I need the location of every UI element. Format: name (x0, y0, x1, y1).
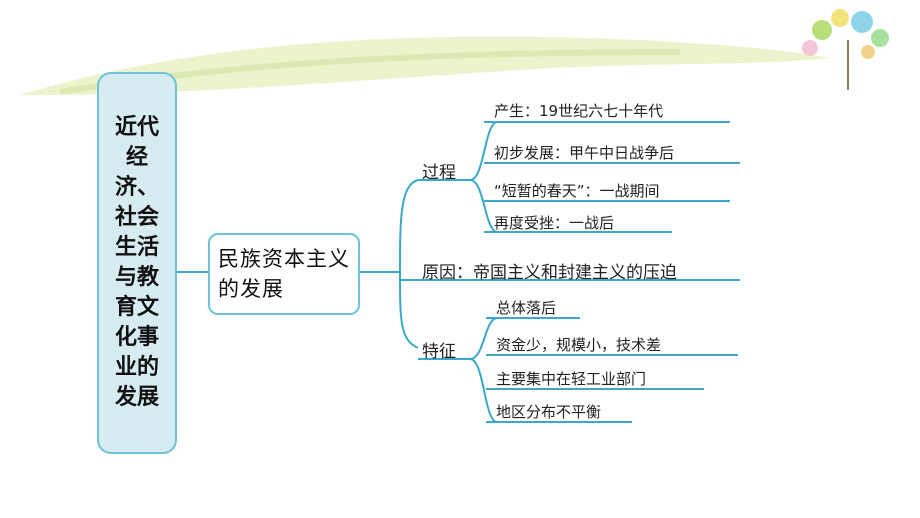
feature-item-2: 资金少，规模小，技术差 (496, 336, 662, 354)
branch-reason-label: 原因：帝国主义和封建主义的压迫 (422, 263, 677, 283)
tree-icon (802, 9, 889, 90)
process-item-4: 再度受挫：一战后 (494, 214, 615, 232)
branch-process-label: 过程 (422, 163, 456, 183)
topic-node: 民族资本主义的发展 (208, 233, 360, 315)
process-item-1: 产生：19世纪六七十年代 (494, 102, 664, 120)
topic-node-label: 民族资本主义的发展 (218, 247, 350, 301)
process-item-2: 初步发展：甲午中日战争后 (494, 144, 675, 162)
branch-features-label: 特征 (422, 342, 456, 362)
feature-item-3: 主要集中在轻工业部门 (496, 370, 647, 388)
feature-item-4: 地区分布不平衡 (496, 403, 602, 421)
root-node: 近代经济、社会生活与教育文化事业的发展 (97, 72, 177, 454)
root-node-label: 近代经济、社会生活与教育文化事业的发展 (114, 115, 159, 410)
process-item-3: “短暂的春天”：一战期间 (494, 182, 660, 200)
feature-item-1: 总体落后 (496, 299, 557, 317)
